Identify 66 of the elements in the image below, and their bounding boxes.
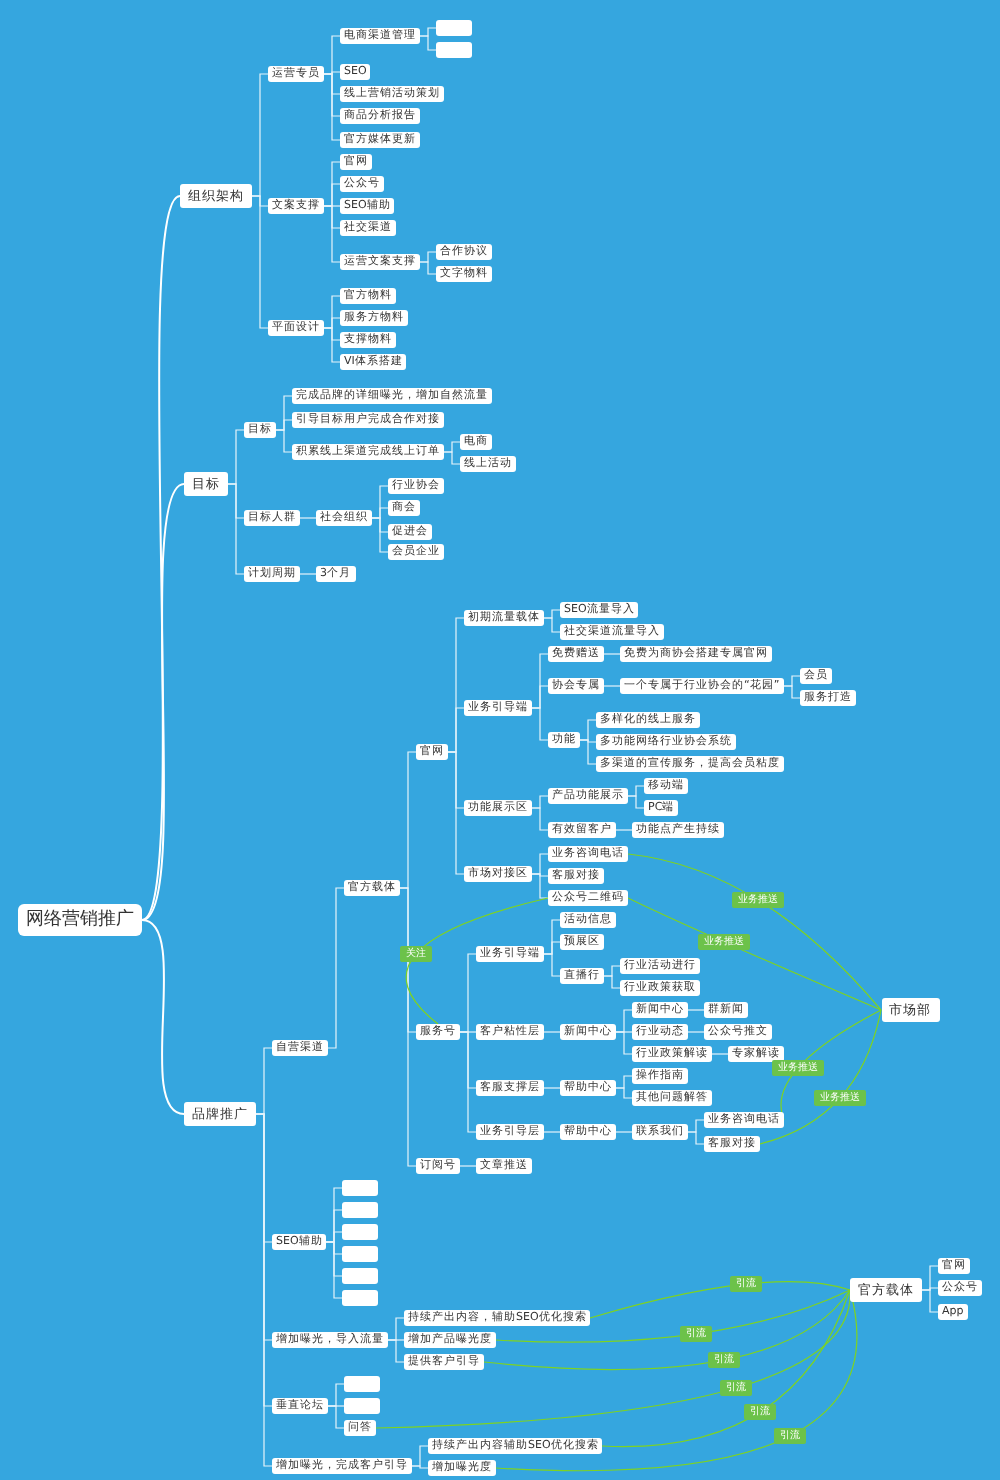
- branch-curve: [141, 919, 185, 1115]
- connector-line: [603, 975, 621, 989]
- relation-curve: [627, 853, 882, 1011]
- connector-line: [687, 1031, 705, 1033]
- connector-line: [299, 573, 317, 575]
- connector-line: [603, 685, 621, 687]
- connector-line: [543, 1031, 561, 1033]
- connector-line: [327, 887, 345, 1049]
- connector-line: [579, 739, 597, 765]
- topic-box: [436, 42, 472, 58]
- connector-line: [255, 1113, 273, 1467]
- connector-line: [615, 1087, 633, 1099]
- connector-line: [459, 1031, 477, 1133]
- connector-line: [299, 517, 317, 519]
- topic-box: [436, 20, 472, 36]
- connector-line: [399, 887, 417, 1167]
- topic-box: [342, 1290, 378, 1306]
- connector-line: [783, 685, 801, 699]
- connector-line: [687, 1009, 705, 1011]
- relation-curve: [495, 1289, 851, 1343]
- topic-box: [342, 1268, 378, 1284]
- branch-curve: [141, 483, 185, 921]
- topic-box: [344, 1376, 380, 1392]
- branch-curve: [141, 195, 181, 921]
- relation-curve: [483, 1289, 851, 1371]
- connector-line: [543, 617, 561, 633]
- connector-line: [531, 873, 549, 899]
- connector-line: [543, 953, 561, 977]
- connector-line: [419, 35, 437, 51]
- connector-line: [615, 1131, 633, 1133]
- connector-line: [411, 1465, 429, 1469]
- topic-box: [344, 1398, 380, 1414]
- topic-box: [342, 1246, 378, 1262]
- connector-line: [443, 451, 461, 465]
- relation-curve: [601, 1289, 851, 1448]
- connector-line: [387, 1339, 405, 1363]
- topic-box: [342, 1180, 378, 1196]
- connector-line: [543, 1087, 561, 1089]
- relation-curve: [759, 1009, 882, 1145]
- central-topic-box: 网络营销推广: [18, 904, 142, 936]
- connector-line: [227, 483, 245, 575]
- relation-curve: [405, 897, 549, 1025]
- connector-line: [275, 429, 293, 453]
- connector-line: [323, 327, 341, 363]
- connector-line: [711, 1053, 729, 1055]
- connector-line: [447, 751, 465, 875]
- connector-line: [325, 1241, 343, 1299]
- relation-curve: [589, 1280, 851, 1319]
- connector-line: [921, 1289, 939, 1313]
- connector-line: [371, 517, 389, 553]
- connector-line: [251, 195, 269, 329]
- connector-line: [603, 653, 621, 655]
- connector-line: [615, 829, 633, 831]
- topic-box: [342, 1224, 378, 1240]
- connector-line: [323, 205, 341, 263]
- connector-line: [531, 807, 549, 831]
- connector-line: [327, 1405, 345, 1429]
- connector-line: [459, 1165, 477, 1167]
- connector-line: [615, 1031, 633, 1055]
- connector-line: [687, 1131, 705, 1145]
- connector-line: [543, 1131, 561, 1133]
- connector-line: [627, 795, 645, 809]
- connector-line: [419, 261, 437, 275]
- connector-line: [323, 73, 341, 141]
- topic-box: [342, 1202, 378, 1218]
- connector-line: [531, 707, 549, 741]
